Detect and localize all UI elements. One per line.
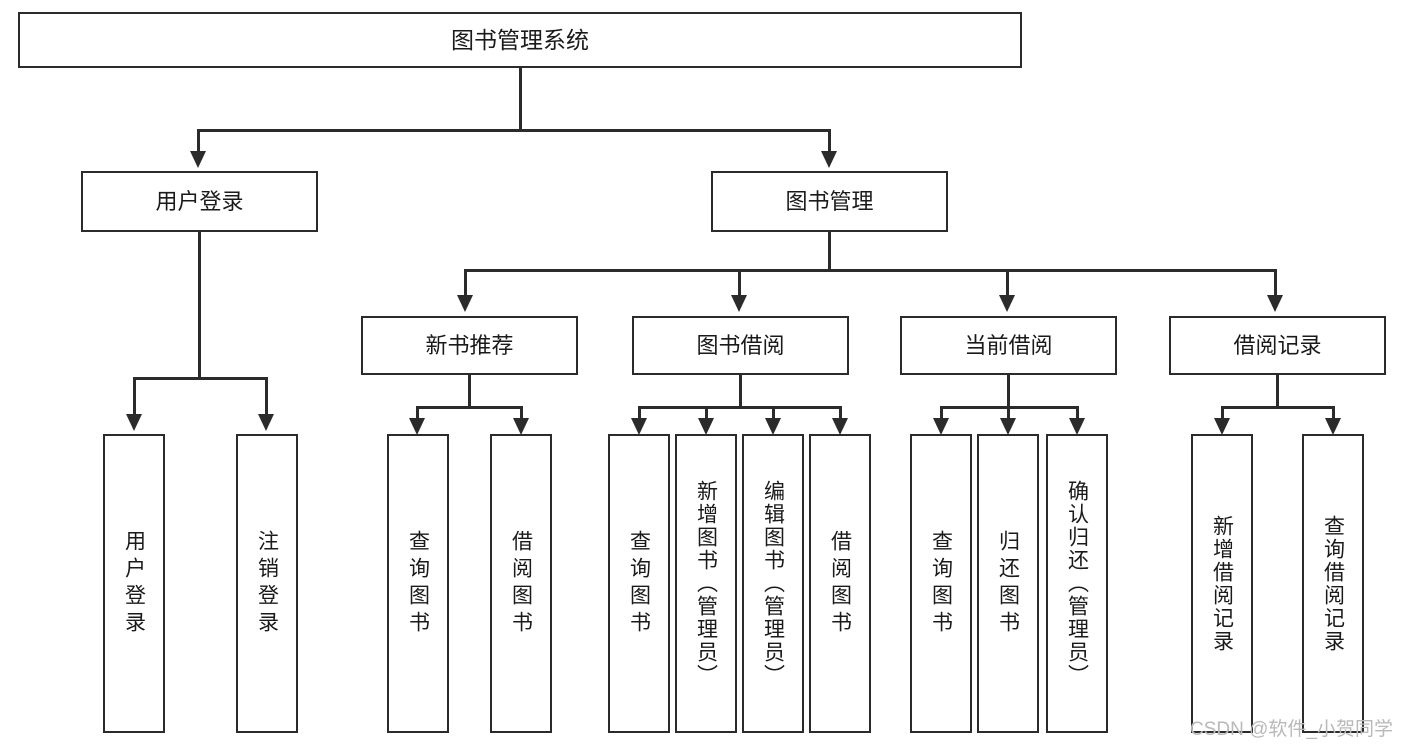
- connector-book-borrow-bus: [638, 406, 842, 409]
- node-label: 确认归还（管理员）: [1065, 480, 1089, 687]
- connector-drop-nbr-leaf-2: [520, 406, 523, 426]
- connector-drop-book-management: [828, 129, 831, 152]
- leaf-user-login-2[interactable]: 注销登录: [236, 434, 298, 733]
- node-user-login[interactable]: 用户登录: [81, 171, 318, 232]
- leaf-borrow-records-2[interactable]: 查询借阅记录: [1302, 434, 1364, 733]
- node-label: 新书推荐: [425, 332, 514, 358]
- connector-level3-bus: [464, 269, 1277, 272]
- arrowhead-cb-leaf-2: [1000, 418, 1016, 435]
- leaf-borrow-records-1[interactable]: 新增借阅记录: [1191, 434, 1253, 733]
- connector-book-management-stem: [828, 232, 831, 271]
- arrowhead-bb-leaf-3: [765, 418, 781, 435]
- node-label: 查询图书: [406, 529, 430, 638]
- connector-drop-bb-leaf-1: [638, 406, 641, 426]
- arrowhead-bb-leaf-4: [832, 418, 848, 435]
- connector-drop-bb-leaf-4: [839, 406, 842, 426]
- node-label: 借阅记录: [1233, 332, 1322, 358]
- node-label: 查询图书: [929, 529, 953, 638]
- arrowhead-br-leaf-1: [1214, 418, 1230, 435]
- node-current-borrow[interactable]: 当前借阅: [900, 316, 1117, 375]
- leaf-book-borrow-3[interactable]: 编辑图书（管理员）: [742, 434, 804, 733]
- connector-book-borrow-stem: [739, 375, 742, 409]
- arrowhead-user-login-leaf-1: [126, 414, 142, 431]
- connector-borrow-records-bus: [1221, 406, 1335, 409]
- node-label: 编辑图书（管理员）: [761, 480, 785, 687]
- connector-drop-nbr-leaf-1: [416, 406, 419, 426]
- connector-drop-br-leaf-2: [1332, 406, 1335, 426]
- connector-drop-bb-leaf-2: [705, 406, 708, 426]
- leaf-new-book-recommend-1[interactable]: 查询图书: [387, 434, 449, 733]
- node-label: 注销登录: [255, 529, 279, 638]
- arrowhead-cb-leaf-3: [1069, 418, 1085, 435]
- connector-new-book-recommend-stem: [468, 375, 471, 409]
- connector-drop-book-borrow: [738, 269, 741, 296]
- node-label: 新增借阅记录: [1210, 514, 1234, 653]
- node-label: 借阅图书: [828, 529, 852, 638]
- connector-user-login-bus: [133, 377, 268, 380]
- arrowhead-cb-leaf-1: [933, 418, 949, 435]
- node-borrow-records[interactable]: 借阅记录: [1169, 316, 1386, 375]
- node-label: 归还图书: [996, 529, 1020, 638]
- arrowhead-book-borrow: [731, 295, 747, 312]
- node-root-book-management-system[interactable]: 图书管理系统: [18, 12, 1022, 68]
- connector-borrow-records-stem: [1276, 375, 1279, 409]
- arrowhead-bb-leaf-2: [698, 418, 714, 435]
- arrowhead-bb-leaf-1: [631, 418, 647, 435]
- connector-drop-cb-leaf-3: [1076, 406, 1079, 426]
- leaf-user-login-1[interactable]: 用户登录: [103, 434, 165, 733]
- arrowhead-book-management: [821, 151, 837, 168]
- connector-new-book-recommend-bus: [416, 406, 523, 409]
- arrowhead-new-book-recommend: [457, 295, 473, 312]
- node-label: 图书管理系统: [451, 26, 589, 53]
- connector-drop-user-login: [197, 129, 200, 152]
- connector-user-login-stem: [198, 232, 201, 379]
- node-label: 借阅图书: [509, 529, 533, 638]
- connector-drop-borrow-records: [1274, 269, 1277, 296]
- leaf-new-book-recommend-2[interactable]: 借阅图书: [490, 434, 552, 733]
- node-label: 用户登录: [122, 529, 146, 638]
- connector-drop-user-login-leaf-1: [133, 377, 136, 415]
- arrowhead-nbr-leaf-1: [409, 418, 425, 435]
- node-label: 查询图书: [627, 529, 651, 638]
- leaf-book-borrow-1[interactable]: 查询图书: [608, 434, 670, 733]
- connector-drop-new-book-recommend: [464, 269, 467, 296]
- node-book-borrow[interactable]: 图书借阅: [632, 316, 849, 375]
- connector-level2-bus: [197, 129, 831, 132]
- connector-drop-cb-leaf-1: [940, 406, 943, 426]
- node-book-management[interactable]: 图书管理: [711, 171, 948, 232]
- leaf-book-borrow-2[interactable]: 新增图书（管理员）: [675, 434, 737, 733]
- arrowhead-nbr-leaf-2: [513, 418, 529, 435]
- connector-drop-user-login-leaf-2: [265, 377, 268, 415]
- leaf-current-borrow-3[interactable]: 确认归还（管理员）: [1046, 434, 1108, 733]
- connector-drop-cb-leaf-2: [1007, 406, 1010, 426]
- node-label: 查询借阅记录: [1321, 514, 1345, 653]
- arrowhead-current-borrow: [999, 295, 1015, 312]
- node-new-book-recommend[interactable]: 新书推荐: [361, 316, 578, 375]
- connector-current-borrow-stem: [1007, 375, 1010, 409]
- node-label: 图书管理: [785, 188, 874, 214]
- connector-root-stem: [519, 68, 522, 131]
- arrowhead-br-leaf-2: [1325, 418, 1341, 435]
- arrowhead-user-login-leaf-2: [258, 414, 274, 431]
- arrowhead-borrow-records: [1267, 295, 1283, 312]
- connector-drop-br-leaf-1: [1221, 406, 1224, 426]
- leaf-current-borrow-1[interactable]: 查询图书: [910, 434, 972, 733]
- node-label: 图书借阅: [696, 332, 785, 358]
- arrowhead-user-login: [190, 151, 206, 168]
- leaf-book-borrow-4[interactable]: 借阅图书: [809, 434, 871, 733]
- connector-drop-bb-leaf-3: [772, 406, 775, 426]
- leaf-current-borrow-2[interactable]: 归还图书: [977, 434, 1039, 733]
- node-label: 新增图书（管理员）: [694, 480, 718, 687]
- connector-drop-current-borrow: [1006, 269, 1009, 296]
- node-label: 用户登录: [155, 188, 244, 214]
- node-label: 当前借阅: [964, 332, 1053, 358]
